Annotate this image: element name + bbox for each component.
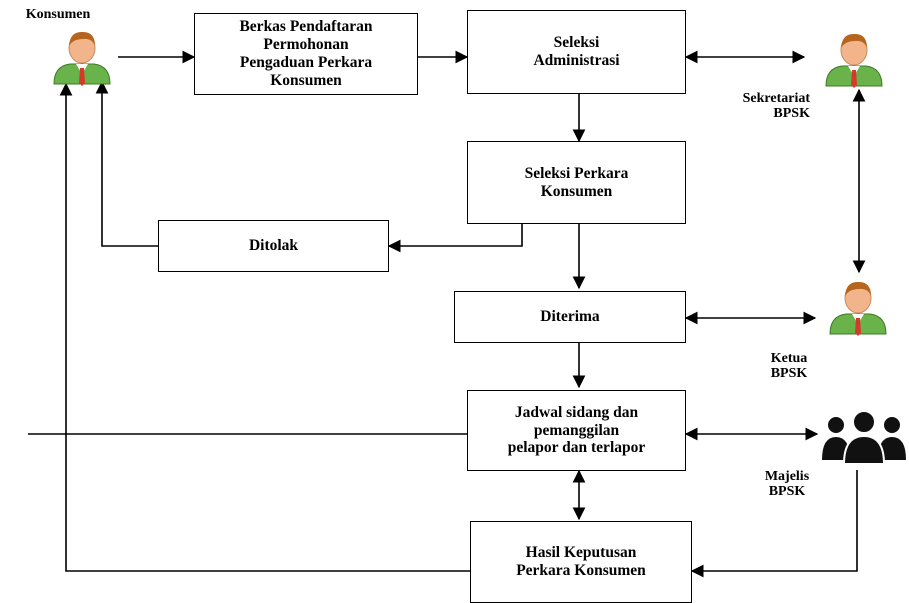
arrow-ditolak-to-konsumen <box>95 80 158 247</box>
seleksi-perkara-box: Seleksi Perkara Konsumen <box>467 141 686 224</box>
hasil-keputusan-box: Hasil Keputusan Perkara Konsumen <box>470 521 692 603</box>
berkas-pendaftaran-box: Berkas Pendaftaran Permohonan Pengaduan … <box>194 13 418 95</box>
arrow-hasil-to-konsumen <box>59 82 470 572</box>
ketua-label: Ketua BPSK <box>770 351 808 381</box>
jadwal-sidang-box: Jadwal sidang dan pemanggilan pelapor da… <box>467 390 686 471</box>
person-icon <box>829 281 887 336</box>
konsumen-label: Konsumen <box>25 7 91 22</box>
person-icon <box>825 33 883 88</box>
sekretariat-label: Sekretariat BPSK <box>742 91 810 121</box>
majelis-label: Majelis BPSK <box>764 469 810 499</box>
arrow-majelis-to-hasil <box>690 470 858 578</box>
person-icon <box>53 31 111 86</box>
diterima-box: Diterima <box>454 291 686 343</box>
seleksi-administrasi-box: Seleksi Administrasi <box>467 10 686 94</box>
group-icon <box>822 410 906 465</box>
ditolak-box: Ditolak <box>158 220 389 272</box>
arrow-perkara-to-ditolak <box>387 224 523 253</box>
